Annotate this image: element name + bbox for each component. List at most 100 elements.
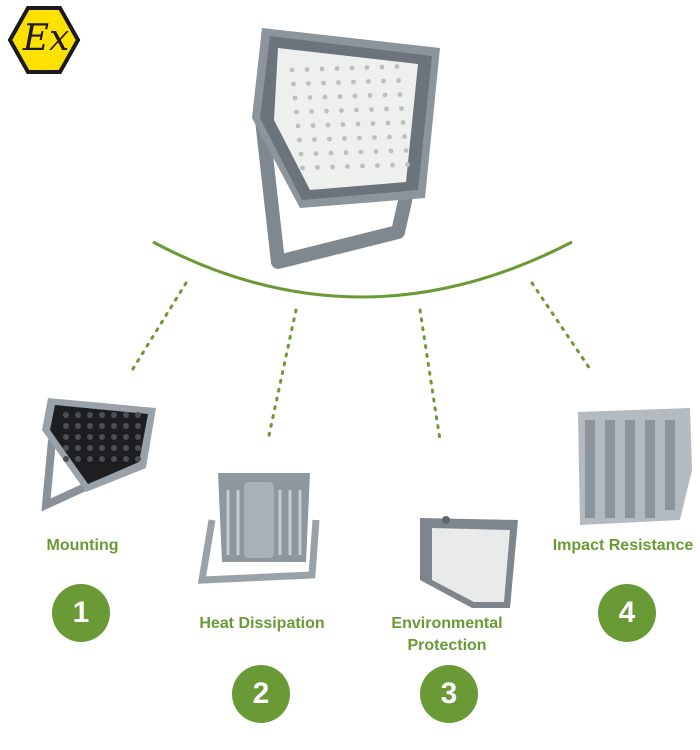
led-dot bbox=[324, 108, 329, 114]
led-dot bbox=[75, 412, 81, 418]
led-dot bbox=[87, 445, 93, 451]
led-dot bbox=[405, 162, 410, 167]
led-dot bbox=[339, 108, 344, 113]
led-dot bbox=[367, 93, 373, 98]
led-dot bbox=[87, 434, 93, 440]
led-dot bbox=[319, 66, 325, 72]
led-dot bbox=[87, 423, 93, 429]
led-dot bbox=[351, 79, 356, 85]
led-dot bbox=[75, 456, 81, 462]
led-dot bbox=[400, 120, 406, 125]
led-dot bbox=[63, 412, 69, 418]
led-dot bbox=[111, 423, 117, 429]
feature-label-impact-resistance: Impact Resistance bbox=[552, 537, 694, 554]
led-dot bbox=[328, 150, 334, 156]
led-dot bbox=[298, 151, 304, 157]
led-dot bbox=[310, 123, 316, 128]
led-dot bbox=[135, 456, 141, 462]
led-dot bbox=[123, 423, 129, 429]
led-dot bbox=[75, 434, 81, 440]
led-dot bbox=[75, 445, 81, 451]
led-dot bbox=[87, 412, 93, 418]
led-dot bbox=[75, 423, 81, 429]
led-dot bbox=[388, 148, 394, 154]
led-dot bbox=[135, 412, 141, 418]
led-dot bbox=[349, 65, 355, 71]
led-dot bbox=[334, 66, 340, 71]
led-dot bbox=[397, 92, 403, 97]
led-dot bbox=[87, 456, 93, 462]
feature-number-3: 3 bbox=[420, 665, 478, 723]
led-dot bbox=[357, 135, 362, 141]
led-dot bbox=[352, 93, 358, 99]
led-dot bbox=[111, 456, 117, 462]
led-dot bbox=[396, 78, 401, 83]
led-dot bbox=[309, 109, 314, 114]
led-dot bbox=[295, 123, 301, 129]
led-dot bbox=[123, 434, 129, 440]
led-dot bbox=[63, 456, 69, 462]
led-dot bbox=[315, 165, 320, 170]
led-dot bbox=[292, 95, 298, 101]
led-dot bbox=[300, 165, 305, 171]
led-dot bbox=[123, 456, 129, 462]
led-dot bbox=[354, 107, 359, 113]
led-dot bbox=[99, 423, 105, 429]
led-dot bbox=[390, 162, 395, 168]
feature-number-4: 4 bbox=[598, 584, 656, 642]
led-dot bbox=[123, 445, 129, 451]
led-dot bbox=[99, 445, 105, 451]
led-dot bbox=[312, 137, 317, 142]
led-dot bbox=[327, 136, 332, 142]
led-dot bbox=[379, 64, 385, 70]
feature-number-2: 2 bbox=[232, 665, 290, 723]
led-dot bbox=[111, 434, 117, 440]
led-dot bbox=[385, 120, 391, 126]
dotted-connector-4 bbox=[530, 281, 594, 374]
led-dot bbox=[403, 148, 409, 153]
led-dot bbox=[63, 445, 69, 451]
led-dot bbox=[297, 137, 302, 143]
feature-label-environmental-protection: Environmental Protection bbox=[391, 615, 503, 654]
led-dot bbox=[370, 121, 376, 126]
led-dot bbox=[394, 64, 400, 69]
led-dot bbox=[325, 122, 331, 128]
led-dot bbox=[330, 164, 335, 170]
led-dot bbox=[366, 79, 371, 84]
led-dot bbox=[402, 134, 407, 139]
ex-badge-text: Ex bbox=[22, 18, 70, 59]
led-dot bbox=[343, 150, 349, 155]
led-dot bbox=[135, 434, 141, 440]
dotted-connector-2 bbox=[266, 308, 298, 442]
led-dot bbox=[291, 81, 296, 87]
led-dot bbox=[387, 134, 392, 140]
led-dot bbox=[322, 94, 328, 100]
led-dot bbox=[342, 136, 347, 141]
led-dot bbox=[294, 109, 299, 115]
led-dot bbox=[373, 149, 379, 154]
led-dot bbox=[111, 412, 117, 418]
arc-line bbox=[152, 240, 573, 299]
led-dot bbox=[340, 122, 346, 127]
led-dot bbox=[369, 107, 374, 112]
led-dot bbox=[123, 412, 129, 418]
led-dot bbox=[99, 456, 105, 462]
led-dot bbox=[289, 67, 295, 73]
led-dot bbox=[135, 423, 141, 429]
dotted-connector-3 bbox=[418, 308, 442, 442]
led-dot bbox=[99, 412, 105, 418]
led-dot bbox=[63, 434, 69, 440]
led-dot bbox=[384, 106, 389, 112]
led-dot bbox=[313, 151, 319, 156]
led-dot bbox=[63, 423, 69, 429]
led-dot bbox=[375, 163, 380, 168]
feature-label-heat-dissipation: Heat Dissipation bbox=[199, 615, 325, 632]
led-dot bbox=[307, 95, 313, 100]
